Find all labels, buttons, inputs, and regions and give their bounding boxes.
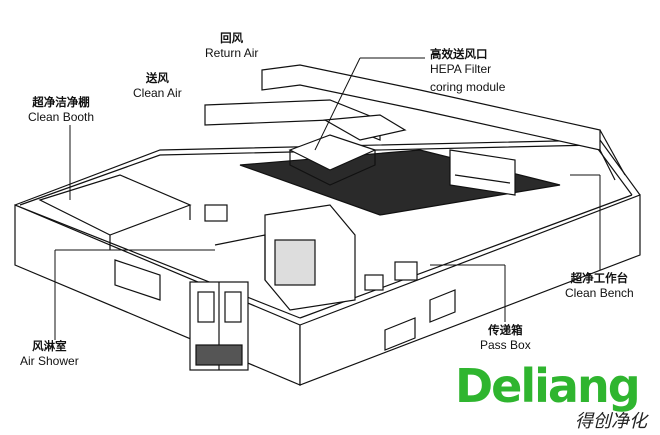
- label-pass-box: 传递箱 Pass Box: [480, 324, 531, 352]
- label-clean-booth: 超净洁净棚 Clean Booth: [28, 96, 94, 124]
- label-hepa: 高效送风口 HEPA Filter coring module: [430, 48, 505, 94]
- return-air-en: Return Air: [205, 46, 259, 60]
- back-wall: [14, 139, 641, 206]
- label-return-air: 回风 Return Air: [205, 32, 258, 60]
- air-shower-zh: 风淋室: [32, 341, 67, 353]
- clean-bench-en: Clean Bench: [565, 286, 634, 300]
- label-air-shower: 风淋室 Air Shower: [20, 340, 79, 368]
- supply-air-duct: [204, 99, 381, 141]
- pass-box-zh: 传递箱: [488, 325, 523, 337]
- clean-booth-zh: 超净洁净棚: [32, 97, 90, 109]
- label-clean-bench: 超净工作台 Clean Bench: [565, 272, 634, 300]
- window: [384, 317, 416, 351]
- clean-air-en: Clean Air: [133, 86, 182, 100]
- deliang-logo: Deliang: [455, 359, 641, 413]
- window: [429, 289, 456, 323]
- air-shower-en: Air Shower: [20, 354, 79, 368]
- pass-box: [394, 261, 418, 281]
- deliang-logo-subtitle: 得创净化: [575, 411, 647, 432]
- pass-box: [204, 204, 228, 222]
- leader-lines: [54, 57, 601, 340]
- pass-box-en: Pass Box: [480, 338, 531, 352]
- hepa-zh: 高效送风口: [430, 49, 488, 61]
- window: [114, 259, 161, 301]
- clean-bench: [449, 149, 516, 196]
- hepa-en1: HEPA Filter: [430, 62, 492, 76]
- label-clean-air: 送风 Clean Air: [133, 72, 182, 100]
- clean-bench-zh: 超净工作台: [570, 273, 629, 285]
- return-air-zh: 回风: [220, 33, 244, 45]
- hepa-en2: coring module: [430, 80, 506, 94]
- clean-air-zh: 送风: [145, 73, 169, 85]
- clean-booth-en: Clean Booth: [28, 110, 95, 124]
